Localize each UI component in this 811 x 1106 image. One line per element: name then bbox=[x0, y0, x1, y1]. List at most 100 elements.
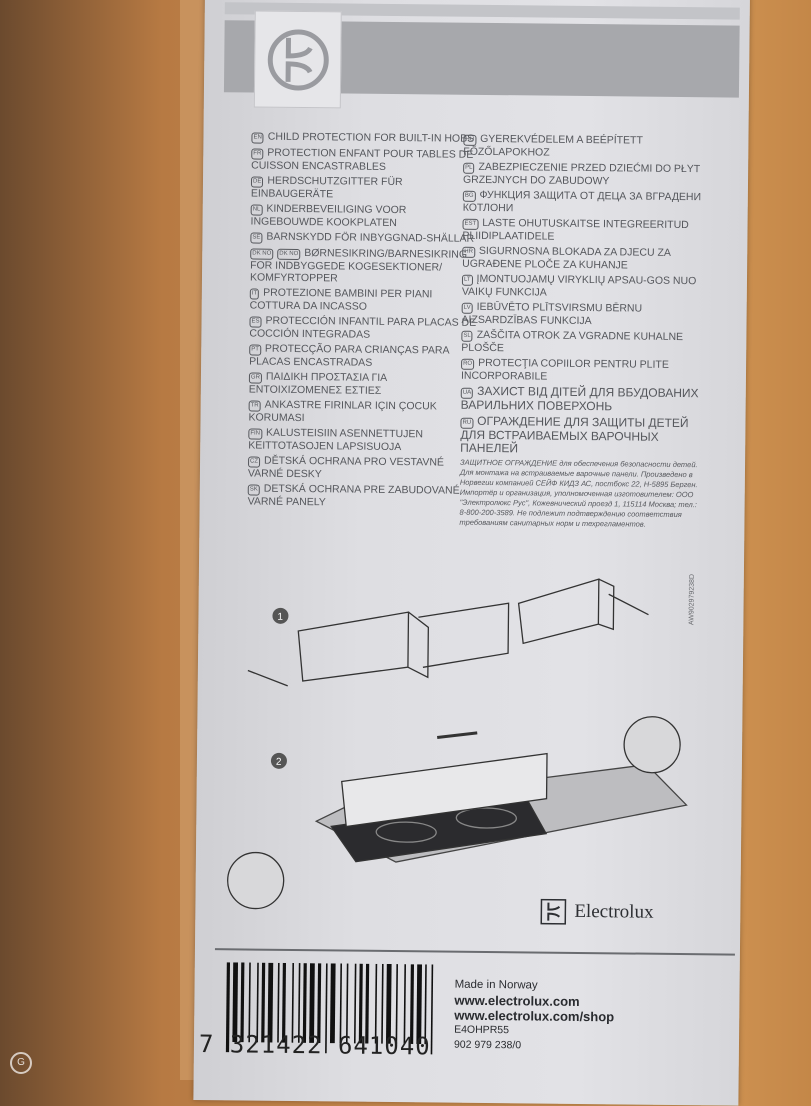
language-entry-text: ОГРАЖДЕНИЕ ДЛЯ ЗАЩИТЫ ДЕТЕЙ ДЛЯ ВСТРАИВА… bbox=[460, 413, 689, 456]
barcode-bar bbox=[232, 962, 239, 1043]
language-entry-text: ФУНКЦИЯ ЗАЩИТА ОТ ДЕЦА ЗА ВГРАДЕНИ КОТЛО… bbox=[462, 188, 702, 215]
barcode-bar bbox=[248, 962, 251, 1043]
language-code-badge: FIN bbox=[248, 428, 263, 440]
language-code-badge: LV bbox=[461, 302, 473, 314]
language-entry-text: ZABEZPIECZENIE PRZED DZIEĆMI DO PŁYT GRZ… bbox=[462, 160, 701, 188]
language-entry-text: KALUSTEISIIN ASENNETTUJEN KEITTOTASOJEN … bbox=[248, 426, 424, 454]
part-number: 902 979 238/0 bbox=[453, 1038, 522, 1052]
language-entry-text: DETSKÁ OCHRANA PRE ZABUDOVANÉ VARNÉ PANE… bbox=[247, 482, 460, 509]
language-code-badge: EST bbox=[462, 218, 479, 230]
made-in: Made in Norway bbox=[454, 978, 538, 992]
barcode-bar bbox=[302, 963, 307, 1043]
brand-name: Electrolux bbox=[574, 900, 654, 923]
language-code-badge: ES bbox=[249, 316, 262, 328]
language-code-badge: LT bbox=[461, 274, 473, 286]
barcode-bar bbox=[424, 964, 427, 1045]
language-code-badge: HR bbox=[462, 246, 475, 258]
language-code-badge: SE bbox=[250, 232, 263, 244]
language-entry-text: SIGURNOSNA BLOKADA ZA DJECU ZA UGRAĐENE … bbox=[462, 244, 671, 272]
barcode-bar bbox=[358, 963, 363, 1044]
url-shop[interactable]: www.electrolux.com/shop bbox=[454, 1007, 615, 1025]
language-entry-text: LASTE OHUTUSKAITSE INTEGREERITUD PLIIDIP… bbox=[462, 216, 689, 243]
language-code-badge: HU bbox=[463, 134, 477, 146]
product-info: Made in Norway www.electrolux.com www.el… bbox=[454, 978, 615, 1055]
barcode-number: 7 321422 641040 bbox=[198, 1029, 431, 1061]
language-entry-text: PROTECTION ENFANT POUR TABLES DE CUISSON… bbox=[251, 146, 474, 173]
language-code-badge: SK bbox=[247, 484, 260, 496]
divider-line bbox=[214, 948, 735, 956]
barcode-bar bbox=[329, 963, 336, 1044]
barcode-bar bbox=[297, 963, 301, 1043]
language-entry-text: HERDSCHUTZGITTER FÜR EINBAUGERÄTE bbox=[250, 174, 403, 201]
language-entry-text: KINDERBEVEILIGING VOOR INGEBOUWDE KOOKPL… bbox=[250, 202, 407, 230]
language-code-badge: DE bbox=[250, 176, 264, 188]
language-code-badge: PT bbox=[249, 344, 261, 356]
language-code-badge: RO bbox=[461, 358, 475, 370]
barcode-bar bbox=[309, 963, 315, 1043]
url-main[interactable]: www.electrolux.com bbox=[454, 992, 580, 1009]
language-code-badge: EN bbox=[251, 132, 264, 144]
language-code-badge: FR bbox=[251, 148, 264, 160]
language-code-badge: NL bbox=[250, 204, 263, 216]
barcode-bar bbox=[261, 962, 266, 1043]
barcode-bar bbox=[365, 963, 370, 1044]
language-entry-text: IEBŪVĒTO PLĪTSVIRSMU BĒRNU AIZSARDZĪBAS … bbox=[461, 300, 643, 328]
barcode-bar bbox=[317, 963, 322, 1043]
russian-legal-note: ЗАЩИТНОЕ ОГРАЖДЕНИЕ для обеспечения безо… bbox=[459, 457, 698, 529]
barcode-bar bbox=[385, 963, 392, 1044]
language-entry-text: PROTEZIONE BAMBINI PER PIANI COTTURA DA … bbox=[249, 286, 433, 313]
barcode-bar bbox=[339, 963, 343, 1044]
language-entry-text: ĮMONTUOJAMŲ VIRYKLIŲ APSAU-GOS NUO VAIKŲ… bbox=[461, 272, 697, 299]
barcode-bar bbox=[291, 962, 295, 1043]
barcode-bar bbox=[353, 963, 357, 1044]
language-code-badge: BG bbox=[462, 190, 476, 202]
step-1-illustration bbox=[227, 578, 688, 910]
barcode-bar bbox=[416, 964, 423, 1045]
barcode-bar bbox=[409, 964, 415, 1044]
language-entry-text: ZAŠČITA OTROK ZA VGRADNE KUHALNE PLOŠČE bbox=[461, 328, 684, 355]
language-code-badge: PL bbox=[463, 162, 475, 174]
language-entry-text: PROTECŢIA COPIILOR PENTRU PLITE INCORPOR… bbox=[460, 356, 669, 383]
language-code-badge: GR bbox=[248, 372, 262, 384]
electrolux-logo-icon bbox=[267, 28, 329, 90]
language-code-badge: DK NO bbox=[250, 248, 274, 260]
model-code: E4OHPR55 bbox=[454, 1023, 510, 1037]
barcode-bar bbox=[256, 962, 259, 1043]
electrolux-logo-box bbox=[253, 10, 342, 109]
language-code-badge: SL bbox=[461, 330, 473, 342]
language-code-badge: TR bbox=[248, 400, 261, 412]
language-entry-text: ЗАХИСТ ВІД ДІТЕЙ ДЛЯ ВБУДОВАНИХ ВАРИЛЬНИ… bbox=[460, 383, 699, 414]
language-entry-text: ΠΑΙΔΙΚΗ ΠΡΟΣΤΑΣΙΑ ΓΙΑ ΕΝΤΟΙΧΙΖΟΜΕΝΕΣ ΕΣΤ… bbox=[248, 370, 387, 397]
language-code-badge: DK NO bbox=[277, 248, 301, 261]
barcode-bar bbox=[374, 963, 378, 1044]
barcode-bar bbox=[381, 963, 384, 1044]
barcode-bar bbox=[281, 962, 287, 1043]
step-2-label: 2 bbox=[276, 757, 282, 768]
installation-diagram: 1 2 bbox=[227, 578, 688, 910]
barcode-bar bbox=[325, 963, 328, 1054]
electrolux-mark-icon bbox=[540, 898, 567, 925]
